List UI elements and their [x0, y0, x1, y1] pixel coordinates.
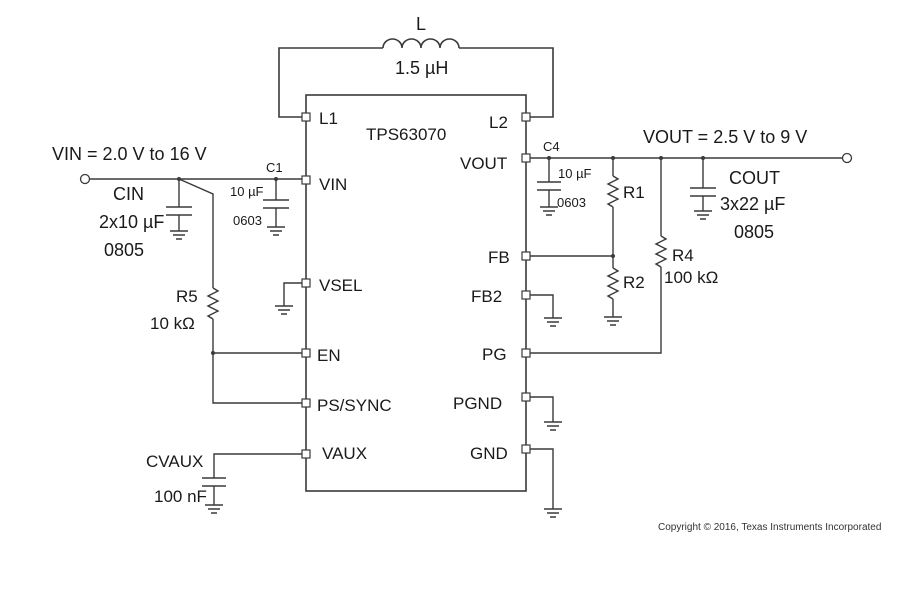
c1-ref: C1 — [266, 160, 283, 175]
c4-capacitor — [537, 158, 561, 216]
cin-capacitor — [166, 179, 192, 240]
r5-ref: R5 — [176, 287, 198, 306]
pin-pg: PG — [482, 345, 507, 364]
cin-package: 0805 — [104, 240, 144, 260]
inductor-l — [278, 38, 554, 118]
r1-ref: R1 — [623, 183, 645, 202]
c1-package: 0603 — [233, 213, 262, 228]
copyright: Copyright © 2016, Texas Instruments Inco… — [658, 522, 881, 533]
vin-rail — [79, 173, 302, 185]
c1-value: 10 µF — [230, 184, 264, 199]
pin-l2: L2 — [489, 113, 508, 132]
r5-value: 10 kΩ — [150, 314, 195, 333]
r5-resistor — [178, 178, 302, 404]
c1-capacitor — [263, 179, 289, 236]
cvaux-ref: CVAUX — [146, 452, 203, 471]
pin-pgnd: PGND — [453, 394, 502, 413]
vin-label: VIN = 2.0 V to 16 V — [52, 144, 207, 164]
pin-vin: VIN — [319, 175, 347, 194]
fb2-ground — [530, 294, 562, 327]
cout-ref: COUT — [729, 168, 780, 188]
cout-package: 0805 — [734, 222, 774, 242]
r4-resistor — [530, 158, 668, 354]
gnd-ground — [530, 448, 562, 518]
r2-ref: R2 — [623, 273, 645, 292]
vout-rail — [530, 152, 853, 164]
pin-vout: VOUT — [460, 154, 507, 173]
cvaux-capacitor — [202, 453, 302, 514]
c4-package: 0603 — [557, 195, 586, 210]
vout-label: VOUT = 2.5 V to 9 V — [643, 127, 807, 147]
r4-ref: R4 — [672, 246, 694, 265]
pgnd-ground — [530, 396, 562, 431]
pin-vsel: VSEL — [319, 276, 362, 295]
pin-en: EN — [317, 346, 341, 365]
inductor-ref: L — [416, 14, 426, 34]
cout-value: 3x22 µF — [720, 194, 785, 214]
pin-fb: FB — [488, 248, 510, 267]
pin-vaux: VAUX — [322, 444, 367, 463]
pin-fb2: FB2 — [471, 287, 502, 306]
ic-name: TPS63070 — [366, 125, 446, 144]
inductor-value: 1.5 µH — [395, 58, 448, 78]
cin-ref: CIN — [113, 184, 144, 204]
cout-capacitor — [690, 158, 716, 220]
c4-ref: C4 — [543, 139, 560, 154]
pin-ps-sync: PS/SYNC — [317, 396, 392, 415]
cin-value: 2x10 µF — [99, 212, 164, 232]
r4-value: 100 kΩ — [664, 268, 718, 287]
c4-value: 10 µF — [558, 166, 592, 181]
pin-gnd: GND — [470, 444, 508, 463]
cvaux-value: 100 nF — [154, 487, 207, 506]
vsel-ground — [275, 282, 302, 315]
pin-l1: L1 — [319, 109, 338, 128]
feedback-divider — [530, 158, 622, 326]
